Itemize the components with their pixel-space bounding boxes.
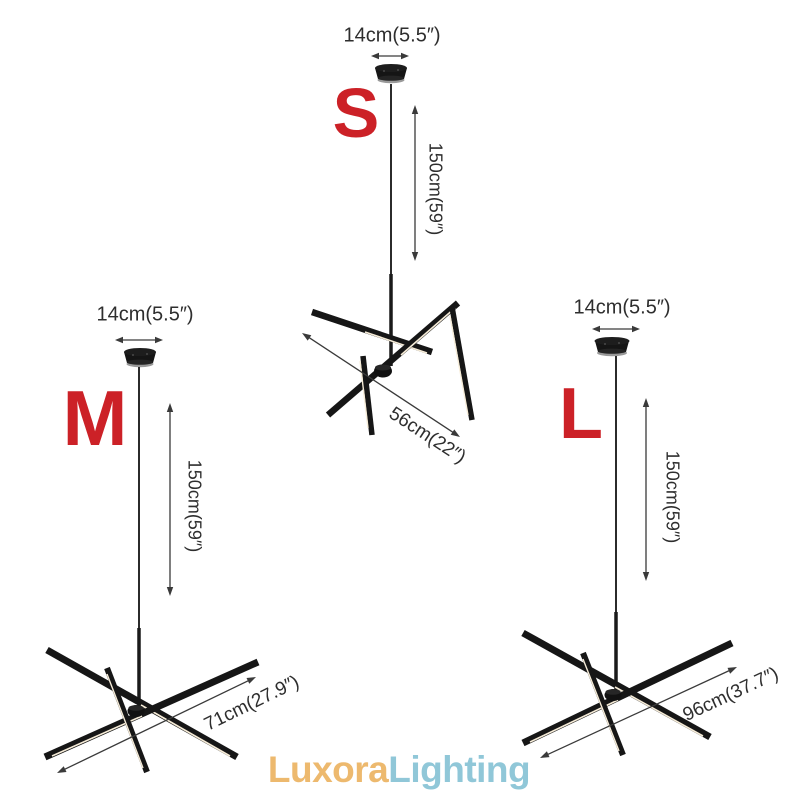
- length-dimension-arrow: [302, 333, 460, 437]
- hanging-cord: [615, 356, 617, 612]
- ceiling-canopy-graphic: [375, 64, 407, 84]
- pendant-fixture-graphic: [521, 612, 734, 757]
- brand-logo-lighting: Lighting: [388, 749, 531, 790]
- canopy-width-label: 14cm(5.5″): [573, 296, 671, 319]
- length-dimension-arrow: [57, 677, 256, 773]
- brand-logo-luxora: Luxora: [267, 749, 389, 790]
- pendant-fixture-graphic: [43, 628, 260, 774]
- ceiling-canopy-graphic: [594, 337, 630, 357]
- width-dimension-arrow: [371, 52, 409, 60]
- length-dimension-arrow: [540, 667, 737, 758]
- brand-logo: LuxoraLighting: [267, 749, 531, 791]
- drop-height-label: 150cm(59″): [184, 459, 205, 553]
- size-letter: M: [62, 374, 128, 462]
- height-dimension-arrow: [166, 403, 174, 596]
- height-dimension-arrow: [411, 105, 419, 261]
- hanging-cord: [138, 367, 140, 628]
- canopy-width-label: 14cm(5.5″): [343, 24, 441, 47]
- size-letter: S: [332, 74, 380, 152]
- drop-height-label: 150cm(59″): [425, 142, 446, 236]
- drop-height-label: 150cm(59″): [662, 450, 683, 544]
- canopy-width-label: 14cm(5.5″): [96, 303, 194, 326]
- pendant-fixture-graphic: [310, 274, 475, 436]
- ceiling-canopy-graphic: [124, 348, 156, 368]
- size-letter: L: [559, 374, 603, 454]
- height-dimension-arrow: [642, 398, 650, 581]
- width-dimension-arrow: [115, 336, 163, 344]
- width-dimension-arrow: [592, 325, 640, 333]
- hanging-cord: [390, 84, 392, 278]
